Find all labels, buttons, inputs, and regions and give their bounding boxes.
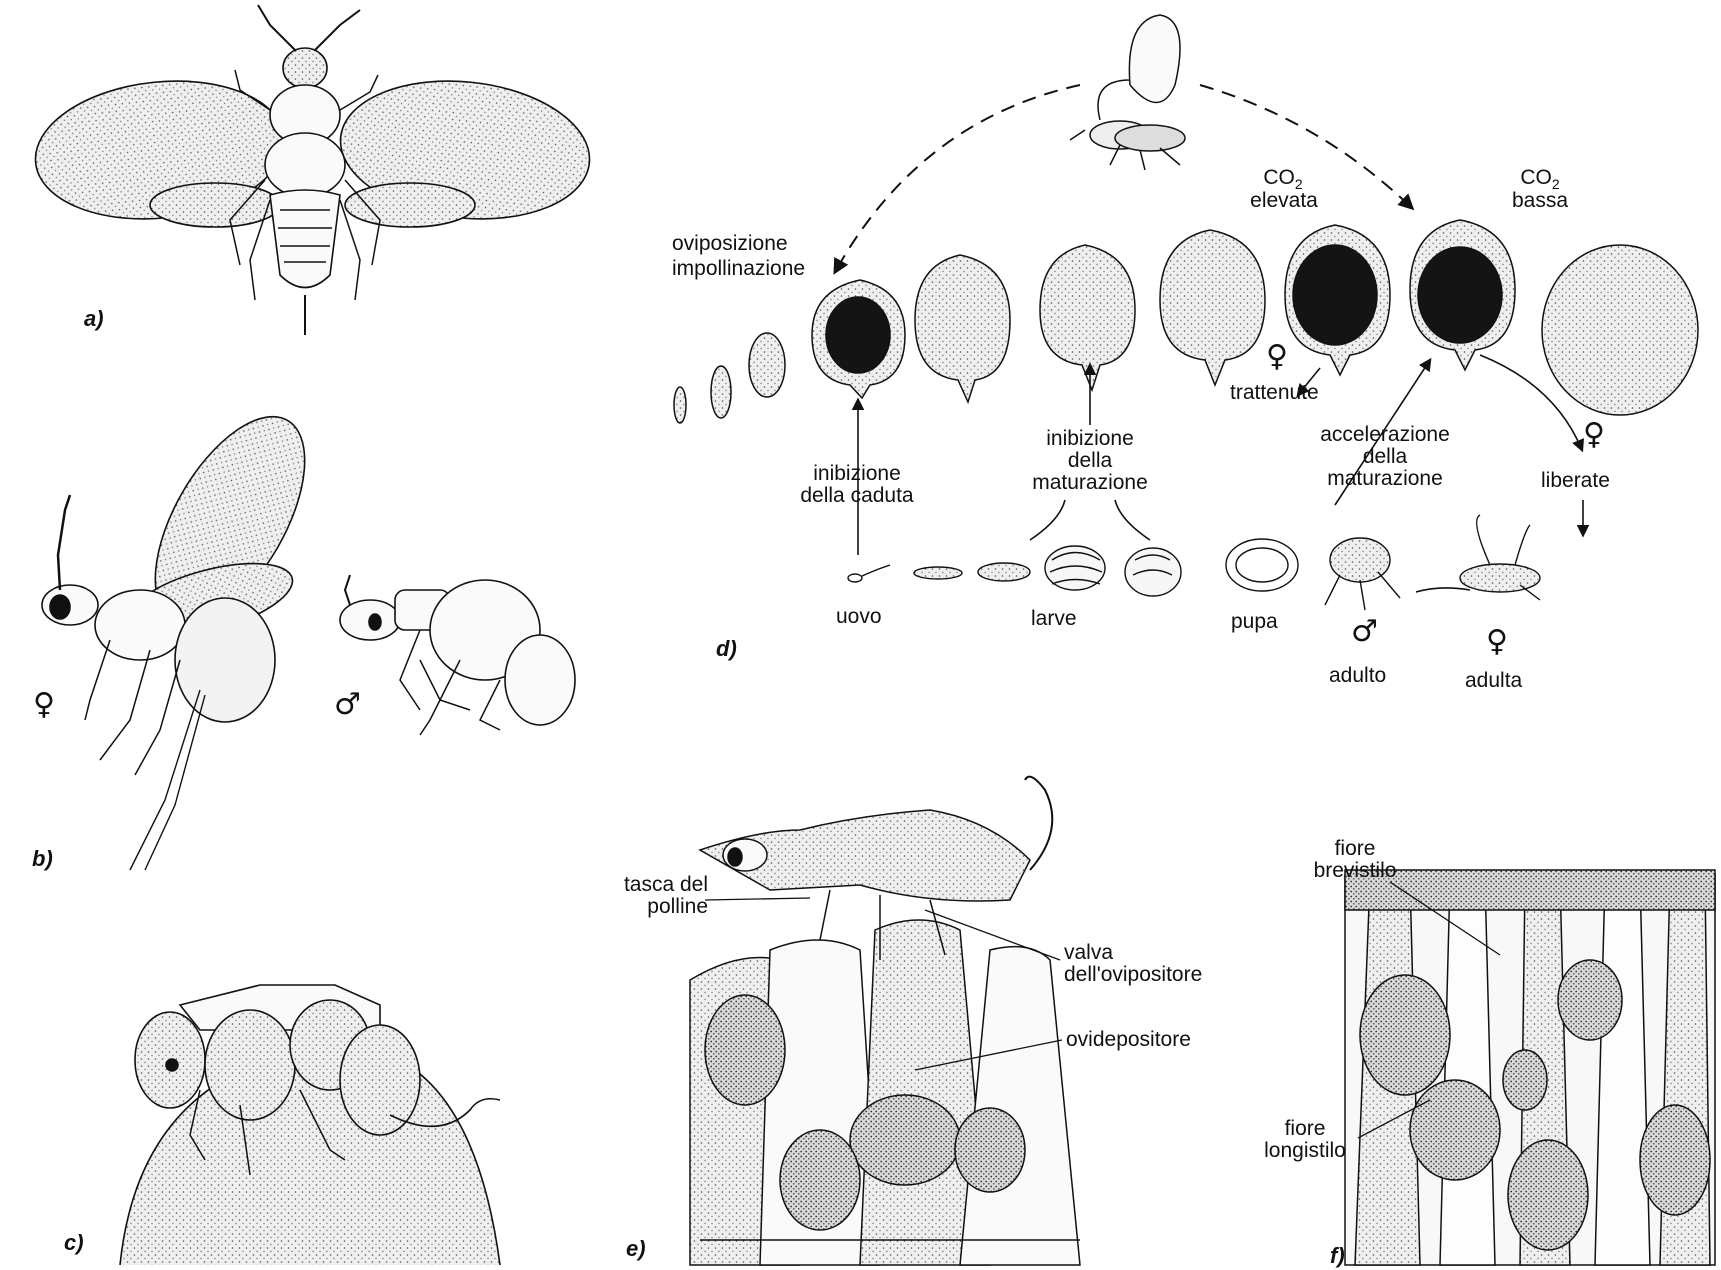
fig-stage-10-ripe	[1542, 245, 1698, 415]
label-bassa: bassa	[1500, 190, 1580, 212]
label-impollinazione: impollinazione	[672, 258, 805, 280]
label-inibizione-maturazione-3: maturazione	[1030, 472, 1150, 494]
panel-label-b: b)	[32, 846, 53, 872]
cycle-arc-left	[835, 85, 1080, 272]
adult-female-icon	[1460, 515, 1540, 600]
fig-stage-5	[915, 255, 1010, 402]
wasp-on-fig-icon	[120, 985, 500, 1265]
fig-stage-6	[1040, 245, 1135, 390]
label-pupa: pupa	[1231, 611, 1278, 633]
wasp-female-winged-icon	[29, 5, 597, 335]
panel-label-a: a)	[84, 306, 104, 332]
label-valva-1: valva	[1064, 942, 1113, 964]
label-trattenute: trattenute	[1230, 382, 1319, 404]
label-fiore-brevistilo-2: brevistilo	[1305, 860, 1405, 882]
fig-stage-1	[674, 387, 686, 423]
label-adulto: adulto	[1329, 665, 1386, 687]
egg-icon	[848, 565, 890, 582]
label-ovidepositore: ovidepositore	[1066, 1029, 1191, 1051]
adult-male-icon	[1325, 538, 1400, 610]
label-accelerazione-1: accelerazione	[1305, 424, 1465, 446]
fig-stage-3	[749, 333, 785, 397]
male-symbol-adult: ♂	[1351, 617, 1378, 647]
pupa-icon	[1226, 539, 1298, 591]
label-accelerazione-3: maturazione	[1305, 468, 1465, 490]
label-uovo: uovo	[836, 606, 882, 628]
male-symbol-b: ♂	[334, 690, 361, 720]
label-accelerazione-2: della	[1305, 446, 1465, 468]
panel-label-c: c)	[64, 1230, 84, 1256]
female-symbol-released: ♀	[1583, 420, 1605, 450]
label-adulta: adulta	[1465, 670, 1522, 692]
label-larve: larve	[1031, 608, 1077, 630]
label-liberate: liberate	[1541, 470, 1610, 492]
label-elevata: elevata	[1240, 190, 1328, 212]
fig-stage-7	[1160, 230, 1265, 385]
wasp-stages-row	[848, 515, 1540, 610]
label-fiore-longistilo-1: fiore	[1255, 1118, 1355, 1140]
female-symbol-b: ♀	[33, 690, 55, 720]
female-symbol-adult: ♀	[1486, 627, 1508, 657]
larva-2-icon	[978, 563, 1030, 581]
label-fiore-brevistilo-1: fiore	[1305, 838, 1405, 860]
panel-label-d: d)	[716, 636, 737, 662]
label-valva-2: dell'ovipositore	[1064, 964, 1202, 986]
wasp-male-icon	[340, 575, 575, 735]
fig-stage-9-sectioned	[1410, 220, 1515, 370]
label-fiore-longistilo-2: longistilo	[1255, 1140, 1355, 1162]
larva-1-icon	[914, 567, 962, 579]
female-symbol-retained: ♀	[1266, 342, 1288, 372]
label-oviposizione: oviposizione	[672, 233, 788, 255]
fig-flower-cluster-icon	[1345, 870, 1715, 1265]
fig-flowers-with-wasp-icon	[690, 777, 1080, 1265]
label-inibizione-caduta-1: inibizione	[797, 463, 917, 485]
wasp-flying-icon	[1070, 15, 1185, 170]
fig-stage-8-sectioned	[1285, 225, 1390, 375]
fig-stage-4-sectioned	[812, 280, 905, 398]
label-tasca-1: tasca del	[600, 874, 708, 896]
label-inibizione-caduta-2: della caduta	[787, 485, 927, 507]
label-tasca-2: polline	[600, 896, 708, 918]
wasp-female-side-icon	[42, 393, 335, 870]
fig-stage-2	[711, 366, 731, 418]
panel-label-e: e)	[626, 1236, 646, 1262]
fig-development-row	[674, 220, 1698, 423]
panel-label-f: f)	[1330, 1243, 1345, 1269]
label-inibizione-maturazione-2: della	[1030, 450, 1150, 472]
label-inibizione-maturazione-1: inibizione	[1030, 428, 1150, 450]
